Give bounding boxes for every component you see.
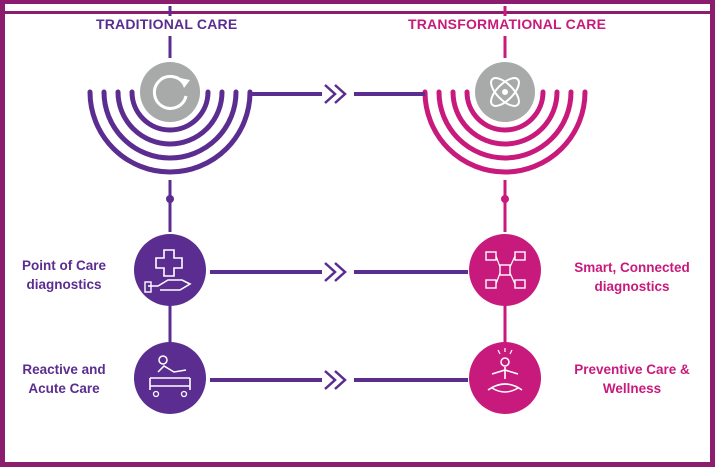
transformational-arcs <box>422 89 588 175</box>
point-of-care-line2: diagnostics <box>26 277 102 292</box>
reactive-care-label: Reactive and Acute Care <box>12 360 116 398</box>
smart-connected-label: Smart, Connected diagnostics <box>557 258 707 296</box>
point-of-care-line1: Point of Care <box>21 258 106 273</box>
patient-bed-icon <box>134 342 206 414</box>
preventive-care-line1: Preventive Care & <box>574 362 690 377</box>
double-chevron-right-icon <box>324 84 347 104</box>
atom-orbit-icon <box>475 62 535 122</box>
reactive-care-line2: Acute Care <box>28 381 100 396</box>
point-of-care-label: Point of Care diagnostics <box>12 256 116 294</box>
double-chevron-right-icon <box>324 370 347 390</box>
medical-cross-hand-icon <box>134 234 206 306</box>
meditation-wellness-icon <box>469 342 541 414</box>
traditional-arcs <box>87 89 253 175</box>
preventive-care-line2: Wellness <box>602 381 662 396</box>
connected-devices-icon <box>469 234 541 306</box>
preventive-care-label: Preventive Care & Wellness <box>557 360 707 398</box>
transformational-care-heading: TRANSFORMATIONAL CARE <box>408 16 607 32</box>
stem-dot-left <box>166 195 174 203</box>
traditional-care-heading: TRADITIONAL CARE <box>96 16 238 32</box>
refresh-cycle-icon <box>140 62 200 122</box>
double-chevron-right-icon <box>324 262 347 282</box>
smart-connected-line2: diagnostics <box>594 279 670 294</box>
stem-dot-right <box>501 195 509 203</box>
reactive-care-line1: Reactive and <box>22 362 106 377</box>
smart-connected-line1: Smart, Connected <box>574 260 690 275</box>
top-border-bar <box>0 0 715 14</box>
